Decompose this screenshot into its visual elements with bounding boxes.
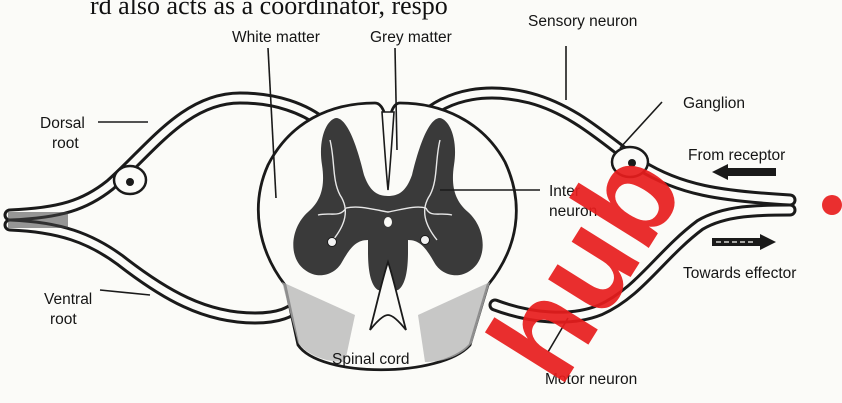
label-dorsal-root-line2: root <box>52 135 79 152</box>
label-white-matter: White matter <box>232 29 320 46</box>
watermark-dot <box>822 195 842 215</box>
towards-effector-arrow <box>712 234 776 250</box>
header-text-fragment: rd also acts as a coordinator, respo <box>90 0 448 20</box>
label-ventral-root-line1: Ventral <box>44 291 92 308</box>
label-grey-matter: Grey matter <box>370 29 452 46</box>
label-spinal-cord: Spinal cord <box>332 351 410 368</box>
label-ganglion: Ganglion <box>683 95 745 112</box>
label-ventral-root-line2: root <box>50 311 77 328</box>
label-dorsal-root-line1: Dorsal <box>40 115 85 132</box>
label-towards-effector: Towards effector <box>683 265 796 282</box>
label-sensory-neuron: Sensory neuron <box>528 13 637 30</box>
label-from-receptor: From receptor <box>688 147 785 164</box>
from-receptor-arrow <box>712 164 776 180</box>
